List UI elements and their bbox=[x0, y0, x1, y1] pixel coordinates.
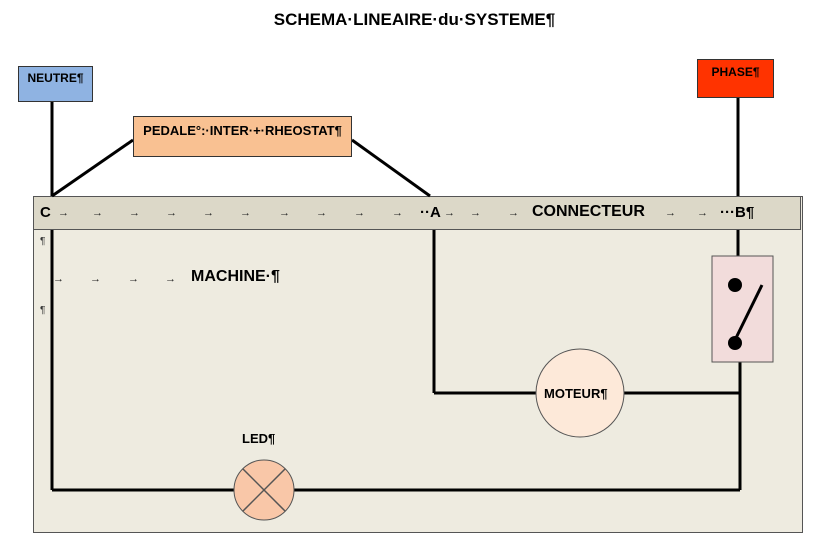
neutre-box: NEUTRE¶ bbox=[18, 66, 93, 102]
tab-arrow: → bbox=[279, 207, 290, 219]
wire-pedale-left bbox=[51, 138, 134, 198]
led-cross-2 bbox=[242, 468, 286, 512]
tab-arrow: → bbox=[697, 207, 708, 219]
terminal-c: C bbox=[40, 204, 51, 221]
tab-arrow: → bbox=[470, 207, 481, 219]
tab-arrow: → bbox=[165, 273, 176, 285]
switch-box bbox=[711, 255, 774, 363]
tab-arrow: → bbox=[316, 207, 327, 219]
pedale-box: PEDALE°:·INTER·+·RHEOSTAT¶ bbox=[133, 116, 352, 157]
motor-symbol bbox=[535, 348, 625, 438]
pilcrow-mark: ¶ bbox=[40, 305, 46, 316]
terminal-a: ··A bbox=[420, 204, 441, 221]
machine-enclosure bbox=[33, 196, 803, 533]
connecteur-label: CONNECTEUR bbox=[532, 203, 645, 220]
tab-arrow: → bbox=[90, 273, 101, 285]
tab-arrow: → bbox=[444, 207, 455, 219]
tab-arrow: → bbox=[58, 207, 69, 219]
tab-arrow: → bbox=[240, 207, 251, 219]
switch-contact-top bbox=[728, 278, 742, 292]
tab-arrow: → bbox=[53, 273, 64, 285]
tab-arrow: → bbox=[128, 273, 139, 285]
tab-arrow: → bbox=[129, 207, 140, 219]
led-label: LED¶ bbox=[242, 431, 276, 446]
tab-arrow: → bbox=[166, 207, 177, 219]
pilcrow-mark: ¶ bbox=[40, 236, 46, 247]
switch-lever bbox=[733, 284, 764, 341]
tab-arrow: → bbox=[665, 207, 676, 219]
wire-pedale-right bbox=[351, 138, 431, 198]
tab-arrow: → bbox=[354, 207, 365, 219]
machine-label: MACHINE·¶ bbox=[191, 268, 280, 285]
tab-arrow: → bbox=[203, 207, 214, 219]
tab-arrow: → bbox=[508, 207, 519, 219]
connector-bar bbox=[33, 196, 801, 230]
terminal-b: ···B¶ bbox=[720, 204, 755, 221]
phase-box: PHASE¶ bbox=[697, 59, 774, 98]
tab-arrow: → bbox=[92, 207, 103, 219]
tab-arrow: → bbox=[392, 207, 403, 219]
switch-contact-bottom bbox=[728, 336, 742, 350]
moteur-label: MOTEUR¶ bbox=[544, 386, 608, 401]
diagram-title: SCHEMA·LINEAIRE·du·SYSTEME¶ bbox=[273, 10, 556, 29]
